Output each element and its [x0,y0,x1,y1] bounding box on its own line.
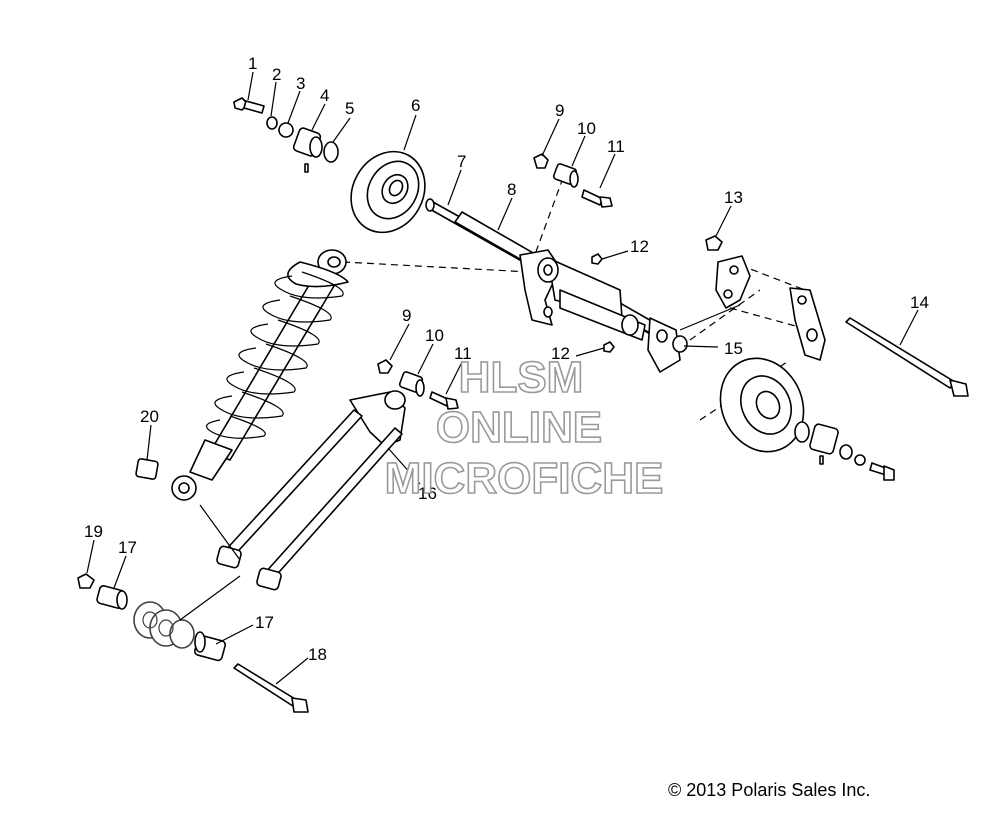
callout-9-top: 9 [555,101,564,120]
callout-6: 6 [411,96,420,115]
callout-12-lower: 12 [551,344,570,363]
callout-1: 1 [248,54,257,73]
watermark-line-3: MICROFICHE [385,454,664,503]
callout-8: 8 [507,180,516,199]
callout-9-lower: 9 [402,306,411,325]
ring-5 [323,141,339,163]
watermark-line-2: ONLINE [436,403,602,452]
callout-20: 20 [140,407,159,426]
ring-right [794,421,810,443]
callout-3: 3 [296,74,305,93]
nut-12-lower [603,341,615,353]
bolt-18 [233,663,309,713]
washer-2 [266,116,278,130]
callout-15: 15 [724,339,743,358]
connector-shock-arm [199,504,241,561]
watermark: HLSM ONLINE MICROFICHE [384,352,664,504]
bolt-11-top [581,189,613,208]
bushing-4 [292,127,323,173]
callout-13: 13 [724,188,743,207]
callout-16: 16 [418,484,437,503]
callout-17-right: 17 [255,613,274,632]
nut-9-lower [377,359,393,374]
bolt-right [869,462,895,481]
callout-11-top: 11 [607,137,625,156]
bolt-14 [845,317,969,397]
callout-10-top: 10 [577,119,596,138]
bolt-1 [233,97,265,114]
washer-right-a [839,444,853,460]
nut-19 [77,573,95,589]
nut-13 [705,235,723,251]
a-arm-16 [216,390,406,591]
callout-numbers: 1 2 3 4 5 6 7 8 9 10 11 12 13 14 15 9 10… [84,54,929,664]
washer-right-b [854,454,866,466]
nut-12-top [591,253,603,265]
callout-14: 14 [910,293,929,312]
connector-axle-plate [679,304,741,331]
bushing-right [809,423,839,465]
coil-spring [205,271,344,439]
callout-11-lower: 11 [454,344,472,363]
callout-19: 19 [84,522,103,541]
side-plate [715,255,826,361]
washer-3 [278,122,294,138]
sprocket-assembly [133,601,195,649]
rear-arm-bracket [519,249,688,373]
callout-17-left: 17 [118,538,137,557]
spacer-20 [135,458,159,480]
callout-7: 7 [457,152,466,171]
callout-10-lower: 10 [425,326,444,345]
idler-wheel-6 [350,150,426,234]
bushing-10-top [552,163,579,188]
callout-12-top: 12 [630,237,649,256]
copyright-notice: © 2013 Polaris Sales Inc. [668,780,871,800]
callout-2: 2 [272,65,281,84]
callout-4: 4 [320,86,329,105]
callout-5: 5 [345,99,354,118]
nut-9-top [533,153,549,169]
shock-absorber [171,249,349,501]
bushing-17-left [96,585,128,610]
bushing-10-lower [398,371,425,397]
callout-18: 18 [308,645,327,664]
connector-arm-sprocket [179,575,241,621]
watermark-line-1: HLSM [459,353,584,402]
idler-wheel-right [719,357,805,453]
leader-lines [86,71,919,685]
bolt-11-lower [429,391,459,410]
bushing-17-right [193,631,227,662]
